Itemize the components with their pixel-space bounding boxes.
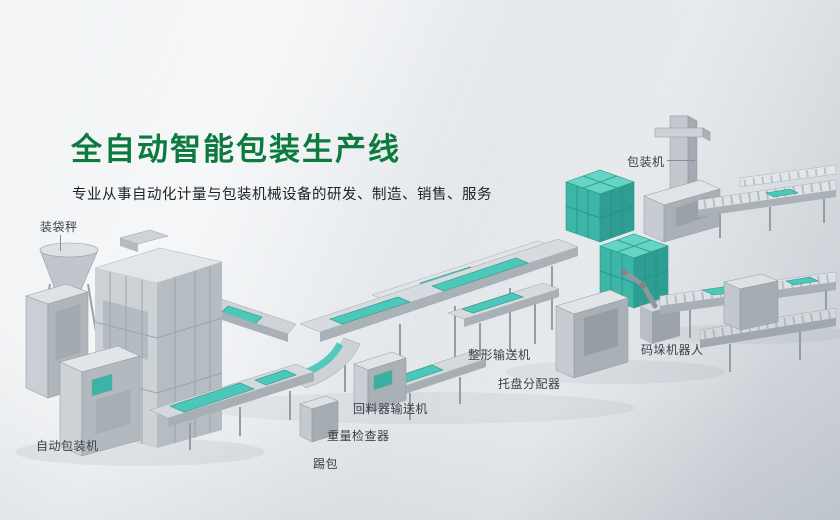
label-packaging-machine: 包装机 [627,155,665,169]
bag-kicker-machine [299,395,339,443]
label-pallet-distributor: 托盘分配器 [498,377,561,391]
bottom-left-conveyor [149,363,315,450]
packaging-machine-tower [643,115,721,243]
palletized-box-stack [565,169,635,243]
bagging-scale-machine [39,242,99,333]
label-palletizing-robot: 码垛机器人 [641,343,704,357]
palletized-box-stack [599,233,669,309]
leader-line-packaging-machine [667,160,695,161]
palletizing-robot-machine [620,268,681,344]
label-bagging-scale: 装袋秤 [40,220,78,234]
label-weight-checker: 重量检查器 [327,429,390,443]
incline-conveyor [299,238,579,392]
outfeed-roller-conveyor-top [697,164,837,238]
page-title: 全自动智能包装生产线 [71,132,401,168]
bag-flattener-machine [723,273,779,331]
page-subtitle: 专业从事自动化计量与包装机械设备的研发、制造、销售、服务 [72,187,492,203]
checkweigher-machine [353,351,407,413]
leader-line-bagging-scale [60,235,61,251]
label-shaping-conveyor: 整形输送机 [468,348,531,362]
label-auto-packaging-machine: 自动包装机 [36,439,99,453]
label-kick-bag: 踢包 [313,457,339,471]
shaping-conveyor [447,282,560,362]
label-return-conveyor: 回料器输送机 [353,402,429,416]
pallet-distributor-machine [555,289,629,379]
auto-packer-machine [59,345,141,457]
